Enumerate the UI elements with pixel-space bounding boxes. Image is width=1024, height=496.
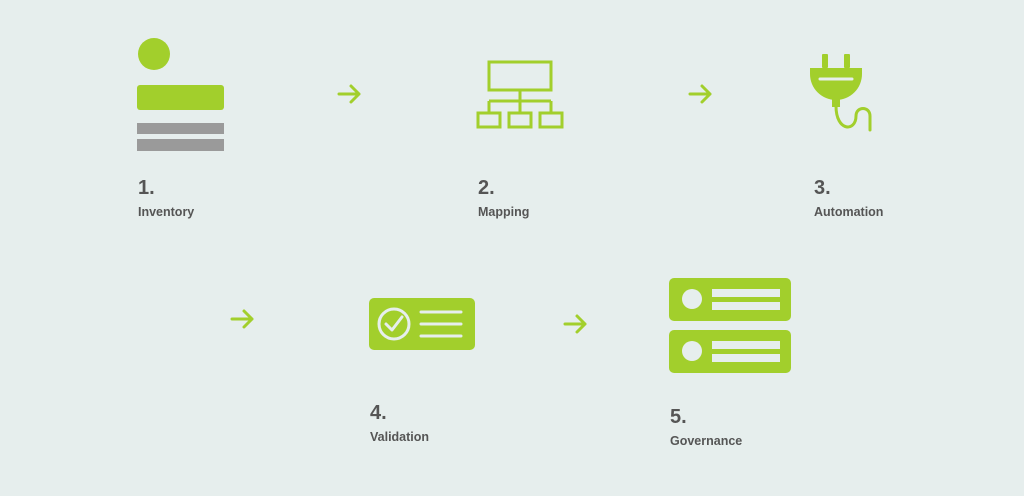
server-stack-icon <box>669 278 791 373</box>
checklist-card-icon <box>369 298 475 350</box>
step-number: 2. <box>478 177 495 199</box>
arrow-right-icon <box>688 84 712 104</box>
step-label: Mapping <box>478 205 530 219</box>
hierarchy-icon <box>476 60 564 129</box>
arrow-right-icon <box>230 309 254 329</box>
arrow-right-icon <box>563 314 587 334</box>
step-number: 4. <box>370 402 387 424</box>
step-number: 5. <box>670 406 687 428</box>
step-label: Inventory <box>138 205 195 219</box>
step-number: 3. <box>814 177 831 199</box>
inventory-icon <box>137 38 224 151</box>
step-label: Validation <box>370 430 430 444</box>
step-label: Governance <box>670 434 743 448</box>
step-number: 1. <box>138 177 155 199</box>
step-label: Automation <box>814 205 884 219</box>
arrow-right-icon <box>337 84 361 104</box>
plug-icon <box>810 54 872 132</box>
